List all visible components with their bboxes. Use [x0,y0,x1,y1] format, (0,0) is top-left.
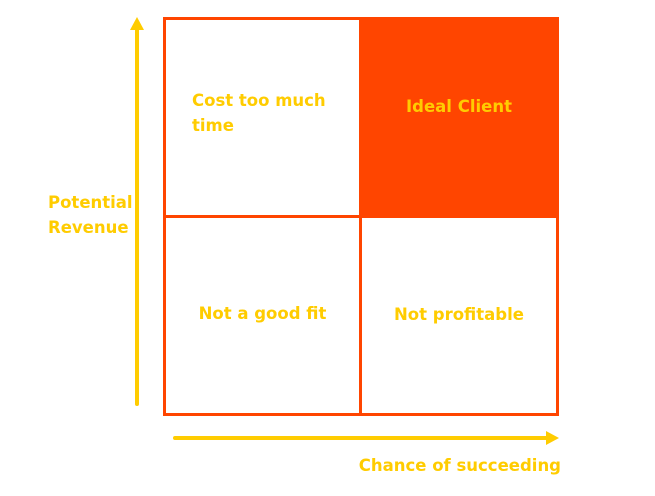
label-line: Cost too much [192,91,326,110]
quadrant-top-right [359,17,559,218]
quadrant-top-left [163,17,362,218]
y-axis-arrow-icon [130,17,144,406]
quadrant-bottom-left-label: Not a good fit [198,304,327,323]
label-line: time [192,116,234,135]
label-line: Revenue [48,218,129,237]
y-axis-label: Potential Revenue [48,190,133,240]
label-line: Potential [48,193,133,212]
quadrant-top-left-label: Cost too much time [192,88,326,138]
x-axis-arrow-icon [173,431,559,445]
quadrant-top-right-label: Ideal Client [406,97,512,116]
x-axis-label: Chance of succeeding [358,456,561,475]
quadrant-bottom-right [359,215,559,416]
quadrant-bottom-right-label: Not profitable [394,305,524,324]
quadrant-bottom-left [163,215,362,416]
